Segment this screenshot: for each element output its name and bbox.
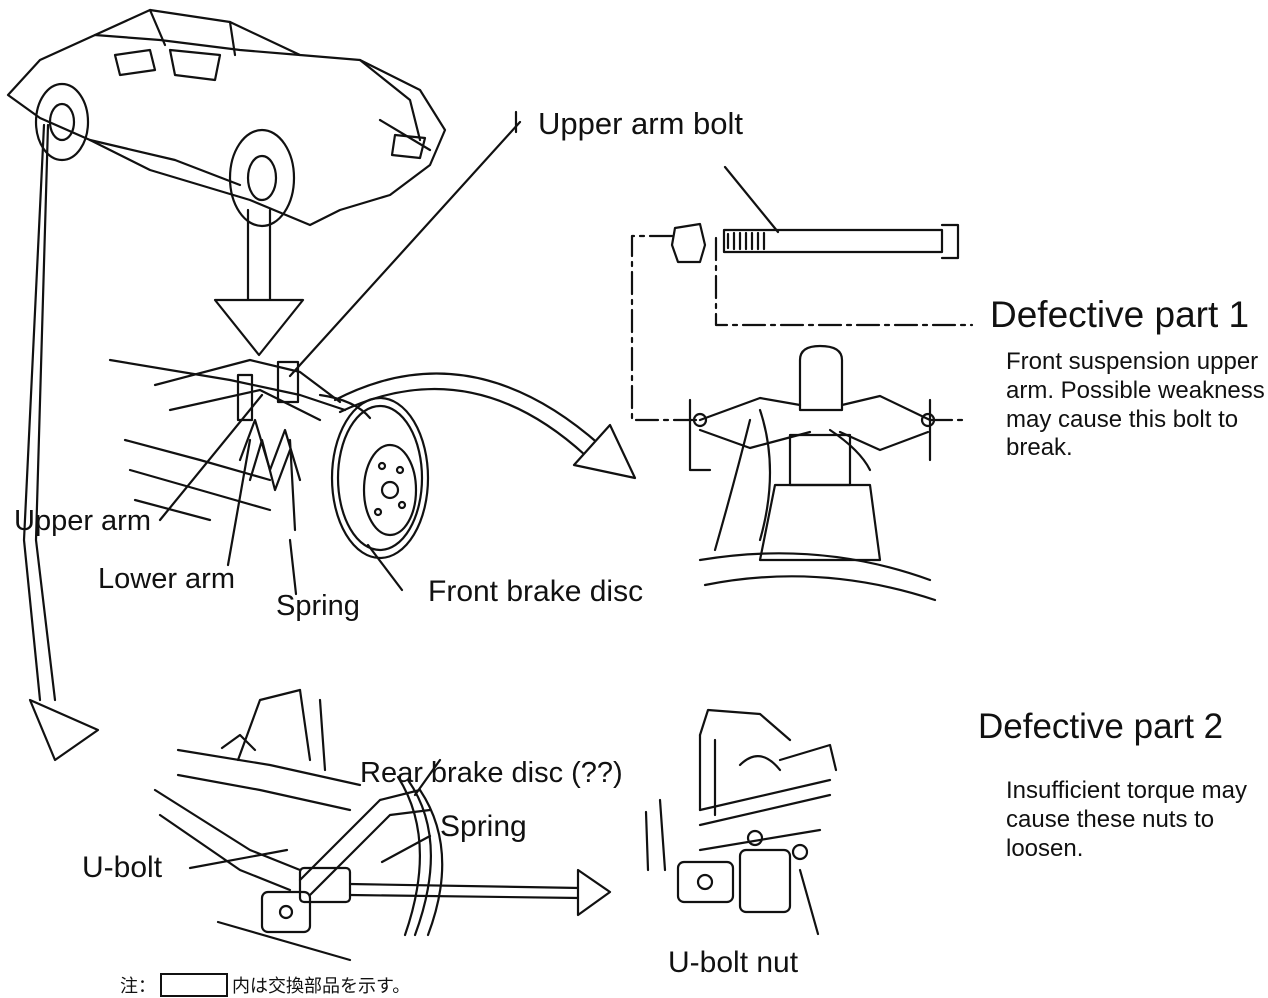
arrow-to-rear-detail	[576, 868, 612, 917]
arrow-to-rear	[28, 698, 100, 762]
footnote: 注： 内は交換部品を示す。	[120, 972, 410, 998]
label-upper-arm: Upper arm	[14, 505, 151, 537]
label-defective-part-2: Defective part 2	[978, 707, 1224, 746]
defective-part-2-description: Insufficient torque may cause these nuts…	[1006, 777, 1248, 862]
footnote-suffix: 内は交換部品を示す。	[232, 976, 411, 996]
rear-detail-illustration	[644, 708, 838, 936]
defective-part-1-description: Front suspension upper arm. Possible wea…	[1006, 348, 1265, 462]
front-suspension-illustration	[108, 358, 430, 560]
label-rear-brake-disc: Rear brake disc (??)	[360, 757, 623, 789]
rear-suspension-illustration	[153, 688, 444, 962]
footnote-box	[160, 973, 228, 997]
label-rear-spring: Spring	[440, 810, 527, 843]
label-front-spring: Spring	[276, 590, 360, 622]
label-u-bolt-nut: U-bolt nut	[668, 946, 799, 979]
bolt-illustration	[670, 222, 960, 264]
arrow-to-front-detail	[572, 423, 637, 480]
label-upper-arm-bolt: Upper arm bolt	[538, 106, 744, 141]
label-u-bolt: U-bolt	[82, 851, 163, 884]
label-front-brake-disc: Front brake disc	[428, 575, 644, 608]
car-illustration	[6, 8, 447, 228]
front-detail-illustration	[688, 344, 937, 602]
label-lower-arm: Lower arm	[98, 563, 235, 595]
footnote-prefix: 注：	[120, 976, 156, 996]
arrow-to-front	[213, 298, 305, 357]
label-defective-part-1: Defective part 1	[990, 294, 1250, 335]
